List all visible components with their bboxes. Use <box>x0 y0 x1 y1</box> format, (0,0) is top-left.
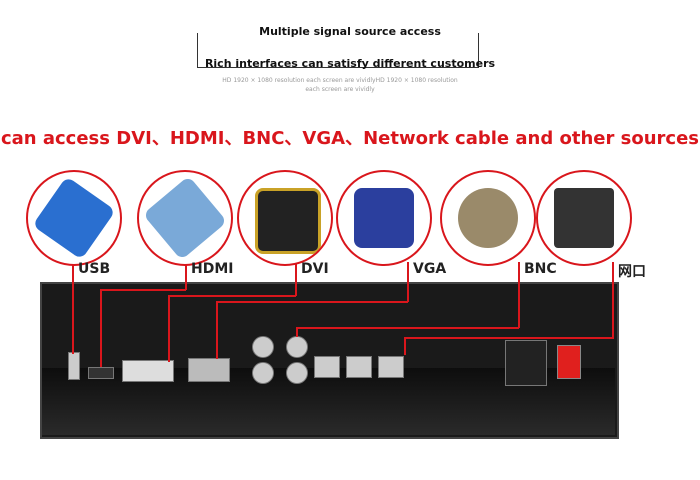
ethernet-port <box>346 356 372 378</box>
callout-line <box>404 337 406 355</box>
callout-line <box>100 289 102 367</box>
callout-line <box>612 262 614 338</box>
dvi-circle <box>237 170 333 266</box>
hdmi-circle <box>137 170 233 266</box>
power-inlet <box>505 340 547 386</box>
ethernet-cable-icon <box>554 188 614 248</box>
callout-line <box>168 295 296 297</box>
bnc-cable-icon <box>458 188 518 248</box>
callout-line <box>295 262 297 296</box>
ethernet-port <box>314 356 340 378</box>
bnc-circle <box>440 170 536 266</box>
hdmi-cable-icon <box>142 175 228 261</box>
callout-line <box>72 262 74 354</box>
label-vga: VGA <box>413 261 447 277</box>
label-usb: USB <box>78 261 111 277</box>
label-bnc: BNC <box>524 261 557 277</box>
callout-line <box>216 301 408 303</box>
headline: can access DVI、HDMI、BNC、VGA、Network cabl… <box>0 128 700 149</box>
label-hdmi: HDMI <box>191 261 234 277</box>
usb-port <box>68 352 80 380</box>
callout-line <box>168 295 170 362</box>
callout-line <box>216 301 218 359</box>
subtitle: Rich interfaces can satisfy different cu… <box>204 57 496 70</box>
ethernet-port <box>378 356 404 378</box>
label-ethernet: 网口 <box>618 264 646 280</box>
ethernet-circle <box>536 170 632 266</box>
callout-line <box>296 327 519 329</box>
bnc-port <box>252 336 274 358</box>
title-bracket <box>197 33 479 68</box>
callout-line <box>100 289 186 291</box>
dvi-cable-icon <box>255 188 321 254</box>
callout-line <box>404 337 614 339</box>
callout-line <box>185 262 187 290</box>
callout-line <box>407 262 409 302</box>
description: HD 1920 × 1080 resolution each screen ar… <box>222 77 458 93</box>
vga-cable-icon <box>354 188 414 248</box>
callout-line <box>296 327 298 337</box>
hdmi-port <box>88 367 114 379</box>
vga-circle <box>336 170 432 266</box>
usb-circle <box>26 170 122 266</box>
dvi-port <box>122 360 174 382</box>
bnc-port <box>286 336 308 358</box>
usb-cable-icon <box>32 176 116 260</box>
bnc-port <box>252 362 274 384</box>
label-dvi: DVI <box>301 261 329 277</box>
callout-line <box>518 262 520 328</box>
power-switch <box>557 345 581 379</box>
vga-port <box>188 358 230 382</box>
title: Multiple signal source access <box>259 25 441 38</box>
bnc-port <box>286 362 308 384</box>
